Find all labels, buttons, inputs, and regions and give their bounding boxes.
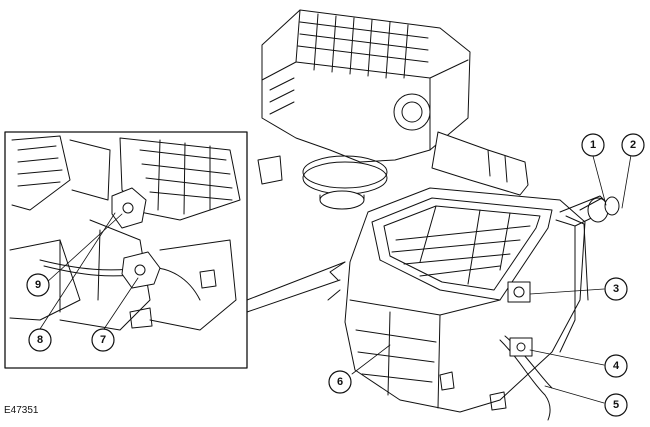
callout-5-label: 5 [613, 399, 619, 411]
callout-5-circle [604, 393, 628, 417]
inset-connector-lines [246, 261, 346, 313]
callout-1-circle [581, 133, 605, 157]
callout-6-circle [328, 370, 352, 394]
callout-4-label: 4 [613, 360, 620, 372]
callout-9-label: 9 [35, 279, 41, 291]
callout-leader-lines [39, 154, 632, 404]
callout-2-label: 2 [630, 139, 636, 151]
callout-circles [26, 133, 645, 417]
callout-7-circle [91, 328, 115, 352]
callout-1-label: 1 [590, 139, 596, 151]
callout-2-circle [621, 133, 645, 157]
callout-3-circle [604, 277, 628, 301]
callout-7-label: 7 [100, 334, 106, 346]
callout-8-label: 8 [37, 334, 43, 346]
callout-6-label: 6 [337, 376, 343, 388]
callout-8-circle [28, 328, 52, 352]
heater-case [327, 187, 620, 421]
blower-housing [257, 9, 529, 210]
inset-detail-view [4, 131, 248, 369]
callout-3-label: 3 [613, 283, 619, 295]
callout-9-circle [26, 273, 50, 297]
figure-id: E47351 [4, 405, 39, 416]
callout-4-circle [604, 354, 628, 378]
